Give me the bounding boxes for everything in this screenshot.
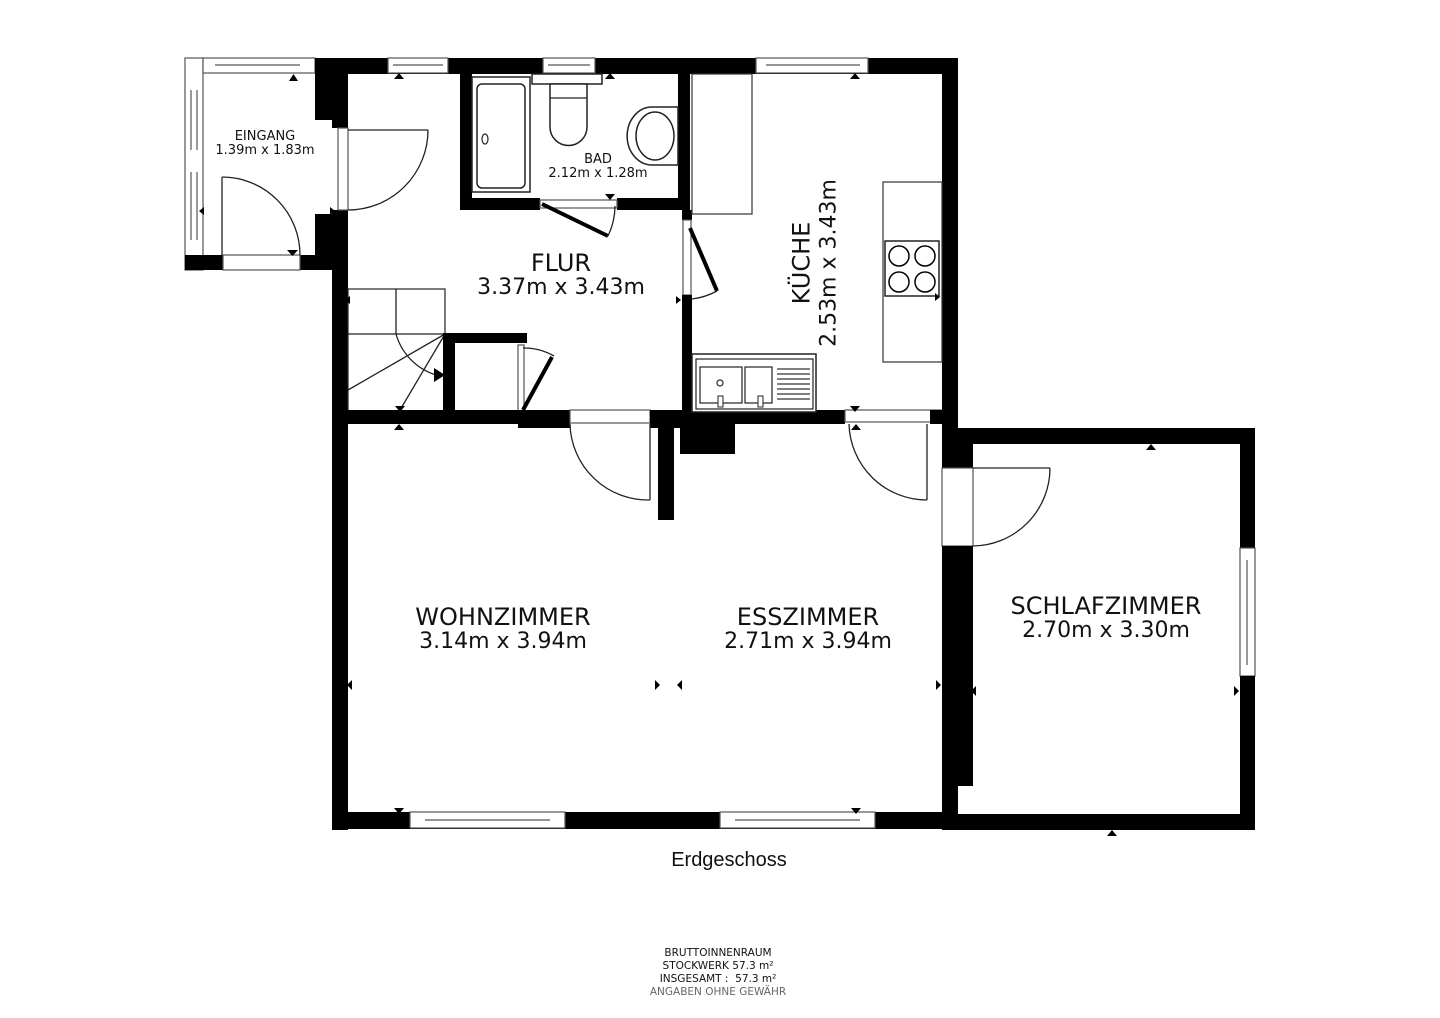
room-label-eingang: EINGANG 1.39m x 1.83m xyxy=(215,129,315,159)
closet-walls xyxy=(443,333,555,418)
bathroom-door xyxy=(541,202,616,238)
interior-wall-middle xyxy=(332,409,958,520)
room-dimensions: 2.71m x 3.94m xyxy=(724,629,892,655)
floor-title: Erdgeschoss xyxy=(671,849,787,871)
room-name: ESSZIMMER xyxy=(736,603,880,631)
room-name: FLUR xyxy=(530,249,592,277)
room-label-bad: BAD 2.12m x 1.28m xyxy=(548,152,648,182)
room-dimensions: 2.53m x 3.43m xyxy=(816,179,842,347)
area-summary: BRUTTOINNENRAUM STOCKWERK 57.3 m² INSGES… xyxy=(650,947,786,1000)
kitchen-partition xyxy=(682,210,692,415)
room-label-wohnzimmer: WOHNZIMMER 3.14m x 3.94m xyxy=(415,604,590,655)
washbasin-icon xyxy=(626,106,679,166)
toilet-icon xyxy=(531,73,603,147)
room-name: SCHLAFZIMMER xyxy=(1010,592,1202,620)
measurement-markers xyxy=(199,73,1239,836)
bedroom-walls xyxy=(941,428,1256,830)
kitchen-door xyxy=(688,227,719,300)
sink-icon xyxy=(691,353,817,413)
flur-entrance-door xyxy=(337,127,429,211)
room-dimensions: 1.39m x 1.83m xyxy=(215,143,315,159)
room-dimensions: 3.37m x 3.43m xyxy=(477,275,645,301)
total-area: INSGESAMT : 57.3 m² xyxy=(659,973,777,986)
dining-room-door xyxy=(848,423,928,501)
entrance-walls xyxy=(184,57,347,271)
bathtub-icon xyxy=(471,76,531,193)
room-name: KÜCHE xyxy=(787,221,816,305)
summary-heading: BRUTTOINNENRAUM xyxy=(664,947,772,959)
stove-icon xyxy=(884,240,940,297)
exterior-walls xyxy=(332,57,958,830)
living-room-door xyxy=(569,423,651,501)
room-name: EINGANG xyxy=(234,129,296,144)
room-dimensions: 2.12m x 1.28m xyxy=(548,166,648,182)
floor-area: STOCKWERK 57.3 m² xyxy=(662,960,774,973)
room-dimensions: 3.14m x 3.94m xyxy=(419,629,587,655)
room-label-schlafzimmer: SCHLAFZIMMER 2.70m x 3.30m xyxy=(1011,593,1202,644)
bathroom-walls xyxy=(460,58,690,210)
room-name: WOHNZIMMER xyxy=(415,603,591,631)
disclaimer: ANGABEN OHNE GEWÄHR xyxy=(649,986,787,999)
room-label-flur: FLUR 3.37m x 3.43m xyxy=(477,250,645,301)
staircase-icon xyxy=(347,288,446,412)
room-label-kueche: KÜCHE 2.53m x 3.43m xyxy=(787,179,842,347)
room-name: BAD xyxy=(584,152,612,167)
bedroom-door xyxy=(972,467,1051,547)
entrance-door xyxy=(221,176,301,256)
room-label-esszimmer: ESSZIMMER 2.71m x 3.94m xyxy=(724,604,892,655)
room-dimensions: 2.70m x 3.30m xyxy=(1022,618,1190,644)
